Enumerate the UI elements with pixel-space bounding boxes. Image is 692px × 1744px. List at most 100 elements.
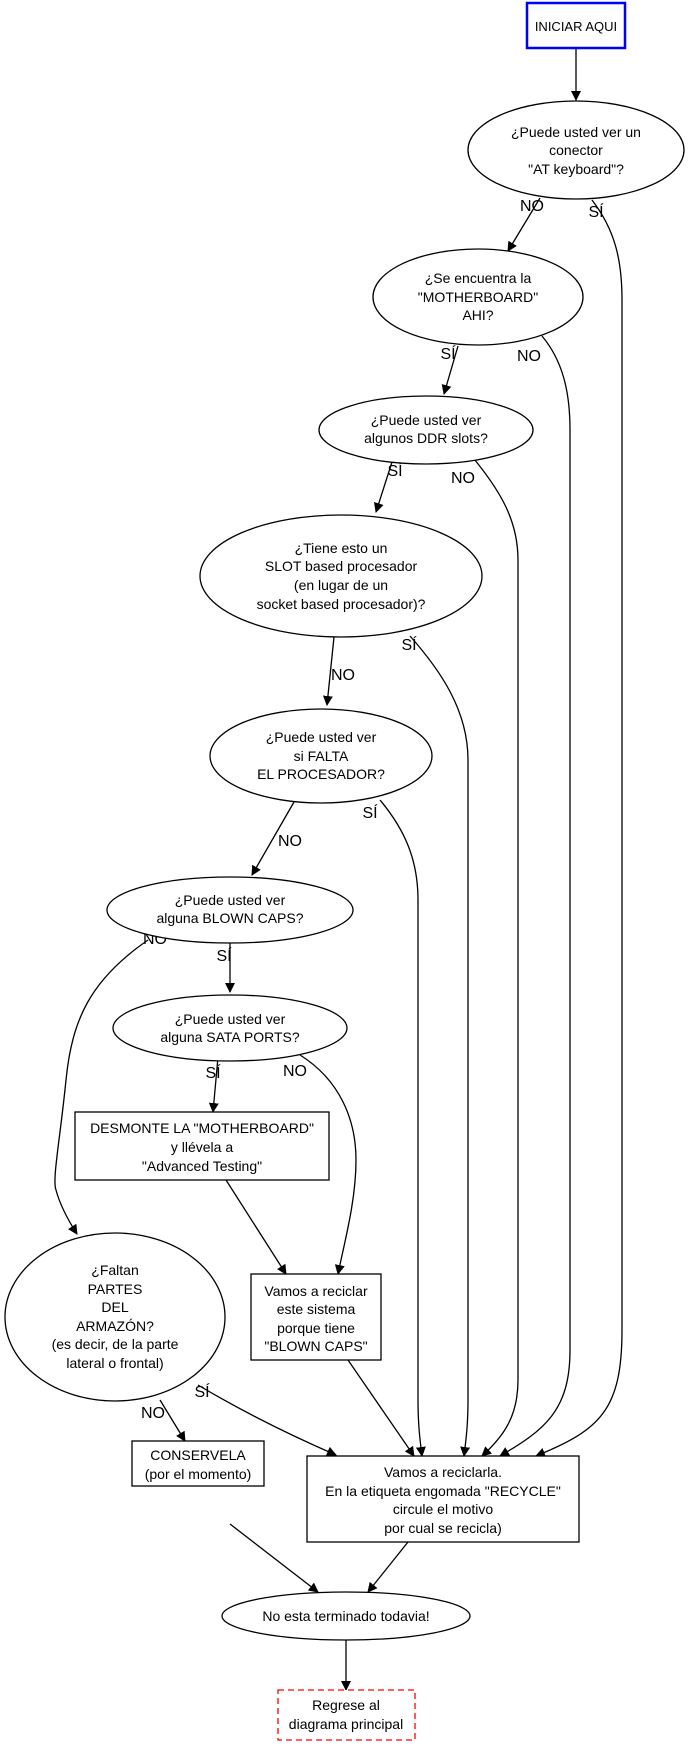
edge-label-slot-no: NO	[331, 667, 355, 684]
edge-at-no	[507, 197, 541, 252]
edge-slot-si	[409, 635, 471, 1457]
node-dismantle-line-2: y llévela a	[171, 1139, 233, 1155]
node-q-at-keyboard: ¿Puede usted ver un conector "AT keyboar…	[467, 100, 685, 200]
node-q-frame-line-3: DEL	[101, 1299, 128, 1315]
edge-label-at-no: NO	[520, 198, 544, 215]
node-q-ddr: ¿Puede usted ver algunos DDR slots?	[318, 395, 534, 465]
node-q-processor-line-3: EL PROCESADOR?	[257, 766, 385, 782]
node-q-processor: ¿Puede usted ver si FALTA EL PROCESADOR?	[209, 708, 433, 804]
node-q-slot-shape	[199, 514, 483, 638]
node-recycle-shape	[306, 1455, 580, 1543]
node-q-ddr-line-2: algunos DDR slots?	[364, 430, 488, 446]
edge-ddr-no	[469, 453, 519, 1457]
node-not-done-shape	[221, 1591, 471, 1641]
edge-label-at-si: SÍ	[588, 202, 604, 221]
node-return-line-2: diagrama principal	[289, 1716, 403, 1732]
node-return-line-1: Regrese al	[312, 1697, 380, 1713]
edge-label-mb-si: SÍ	[440, 344, 456, 363]
node-q-ddr-shape	[318, 395, 534, 465]
edge-label-sata-si: SÍ	[205, 1063, 221, 1082]
edge-label-mb-no: NO	[517, 348, 541, 365]
node-not-done-label: No esta terminado todavia!	[262, 1608, 429, 1624]
node-recycle-blown-caps: Vamos a reciclar este sistema porque tie…	[250, 1273, 382, 1361]
edge-mb-no	[499, 335, 571, 1457]
edge-label-proc-no: NO	[278, 833, 302, 850]
node-q-motherboard-line-2: "MOTHERBOARD"	[418, 289, 538, 305]
node-recycle-line-3: circule el motivo	[393, 1501, 494, 1517]
edge-label-sata-no: NO	[283, 1063, 307, 1080]
node-recycle-blown-caps-line-4: "BLOWN CAPS"	[264, 1338, 367, 1354]
edges	[54, 48, 623, 1691]
node-q-blown-caps-line-2: alguna BLOWN CAPS?	[156, 910, 303, 926]
node-q-motherboard: ¿Se encuentra la "MOTHERBOARD" AHI?	[372, 248, 584, 346]
node-q-blown-caps-line-1: ¿Puede usted ver	[175, 892, 286, 908]
edge-slot-no	[322, 636, 335, 706]
node-q-ddr-line-1: ¿Puede usted ver	[371, 412, 482, 428]
node-dismantle-line-3: "Advanced Testing"	[142, 1158, 262, 1174]
node-q-motherboard-line-1: ¿Se encuentra la	[425, 270, 532, 286]
node-q-processor-shape	[209, 708, 433, 804]
edge-caps-to-recycle	[347, 1359, 415, 1457]
node-recycle-blown-caps-line-2: este sistema	[277, 1301, 356, 1317]
node-q-frame-line-5: (es decir, de la parte	[52, 1336, 179, 1352]
node-q-frame-line-1: ¿Faltan	[91, 1262, 138, 1278]
node-dismantle-line-1: DESMONTE LA "MOTHERBOARD"	[90, 1120, 314, 1136]
node-q-motherboard-shape	[372, 248, 584, 346]
node-q-slot-line-1: ¿Tiene esto un	[295, 540, 388, 556]
edge-label-frame-si: SÍ	[194, 1382, 210, 1401]
node-recycle-blown-caps-line-1: Vamos a reciclar	[264, 1283, 368, 1299]
node-q-at-keyboard-shape	[467, 100, 685, 200]
node-return: Regrese al diagrama principal	[277, 1689, 416, 1741]
edge-keep-to-notdone	[229, 1523, 319, 1593]
node-q-sata-line-1: ¿Puede usted ver	[175, 1011, 286, 1027]
node-q-sata-shape	[112, 994, 348, 1062]
edge-ddr-si	[373, 461, 393, 513]
node-recycle-line-2: En la etiqueta engomada "RECYCLE"	[325, 1483, 561, 1499]
node-dismantle: DESMONTE LA "MOTHERBOARD" y llévela a "A…	[74, 1111, 330, 1181]
node-q-slot-line-3: (en lugar de un	[294, 577, 388, 593]
node-q-blown-caps: ¿Puede usted ver alguna BLOWN CAPS?	[106, 876, 354, 944]
edge-mb-si	[441, 345, 459, 395]
node-start: INICIAR AQUI	[525, 1, 627, 50]
node-q-at-keyboard-line-3: "AT keyboard"?	[528, 161, 624, 177]
node-q-at-keyboard-line-1: ¿Puede usted ver un	[511, 124, 641, 140]
node-keep: CONSERVELA (por el momento)	[131, 1440, 265, 1487]
edge-label-ddr-si: SÍ	[387, 461, 403, 480]
node-dismantle-shape	[74, 1111, 330, 1181]
edge-frame-si	[197, 1384, 337, 1456]
edge-frame-no	[159, 1399, 186, 1442]
edge-label-slot-si: SÍ	[401, 635, 417, 654]
node-recycle-line-1: Vamos a reciclarla.	[384, 1464, 502, 1480]
node-keep-shape	[131, 1440, 265, 1487]
node-q-processor-line-2: si FALTA	[294, 748, 349, 764]
edge-proc-no	[251, 801, 295, 876]
node-q-slot-line-2: SLOT based procesador	[265, 558, 418, 574]
node-recycle-blown-caps-line-3: porque tiene	[277, 1320, 355, 1336]
edge-recycle-to-notdone	[367, 1541, 409, 1593]
node-q-frame-line-4: ARMAZÓN?	[76, 1318, 154, 1334]
node-start-label: INICIAR AQUI	[535, 19, 617, 34]
edge-label-frame-no: NO	[141, 1405, 165, 1422]
node-keep-line-1: CONSERVELA	[150, 1447, 246, 1463]
edge-dismantle-to-caps	[225, 1179, 287, 1275]
node-recycle-blown-caps-shape	[250, 1273, 382, 1361]
node-q-at-keyboard-line-2: conector	[549, 142, 603, 158]
node-q-sata-line-2: alguna SATA PORTS?	[160, 1029, 300, 1045]
node-q-frame: ¿Faltan PARTES DEL ARMAZÓN? (es decir, d…	[4, 1232, 226, 1402]
edge-label-ddr-no: NO	[451, 470, 475, 487]
edge-proc-si	[379, 799, 426, 1457]
node-q-frame-shape	[4, 1232, 226, 1402]
node-return-shape	[277, 1689, 416, 1741]
node-q-frame-line-2: PARTES	[88, 1281, 143, 1297]
node-recycle: Vamos a reciclarla. En la etiqueta engom…	[306, 1455, 580, 1543]
node-q-blown-caps-shape	[106, 876, 354, 944]
edge-label-blown-si: SÍ	[216, 946, 232, 965]
edge-labels: NO SÍ SÍ NO SÍ NO NO SÍ NO SÍ NO SÍ SÍ N…	[141, 198, 604, 1422]
node-keep-line-2: (por el momento)	[145, 1466, 252, 1482]
node-q-sata: ¿Puede usted ver alguna SATA PORTS?	[112, 994, 348, 1062]
edge-sata-si	[208, 1056, 219, 1113]
edge-at-si	[535, 199, 623, 1458]
edge-sata-no	[299, 1054, 357, 1275]
